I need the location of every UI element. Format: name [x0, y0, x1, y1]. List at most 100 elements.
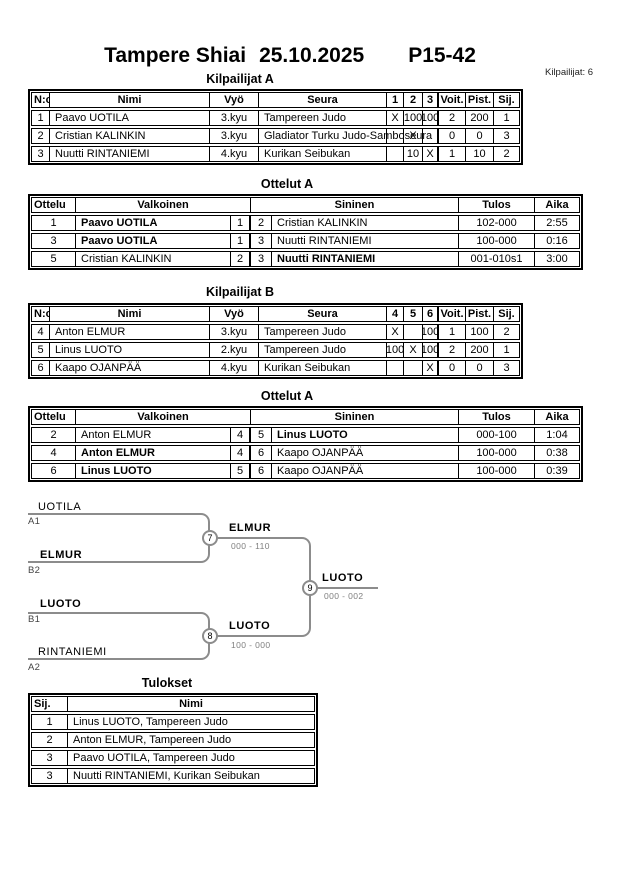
node-score: 100 - 000 [231, 640, 271, 650]
place: 1 [494, 343, 519, 357]
col-header: 1 [387, 93, 404, 107]
col-header: Seura [259, 307, 387, 321]
result-row: 2 Anton ELMUR, Tampereen Judo [31, 732, 315, 748]
competitor-club: Kurikan Seibukan [259, 361, 387, 375]
match-result: 001-010s1 [459, 252, 535, 266]
wins: 2 [439, 111, 466, 125]
col-header: Valkoinen [76, 410, 251, 424]
round-result: 100 [423, 343, 439, 357]
col-header: Nimi [50, 93, 210, 107]
round-result: X [387, 325, 404, 339]
blue-no: 6 [251, 446, 272, 460]
round-result: X [404, 343, 423, 357]
col-header: Aika [545, 198, 569, 211]
node-score: 000 - 002 [324, 591, 364, 601]
bracket-entry-seed: A1 [28, 516, 41, 527]
blue-no: 5 [251, 428, 272, 442]
competitor-no: 1 [32, 111, 50, 125]
result-place: 3 [32, 769, 68, 783]
bracket-entry-seed: B2 [28, 565, 41, 576]
white-name: Paavo UOTILA [76, 216, 231, 230]
match-row: 4 Anton ELMUR 4 6 Kaapo OJANPÄÄ 100-000 … [31, 445, 580, 461]
match-no: 2 [32, 428, 76, 442]
points: 100 [466, 325, 494, 339]
competitor-club: Tampereen Judo [259, 111, 387, 125]
bracket-final-winner-line [317, 587, 378, 589]
competitor-club: Tampereen Judo [259, 343, 387, 357]
bracket-entry-name: RINTANIEMI [38, 646, 107, 658]
blue-name: Nuutti RINTANIEMI [272, 234, 459, 248]
white-no: 4 [231, 428, 251, 442]
match-no: 1 [32, 216, 76, 230]
node-winner-name: LUOTO [229, 620, 271, 632]
col-header: Ottelu [32, 198, 76, 212]
wins: 0 [439, 129, 466, 143]
col-header: 3 [423, 93, 439, 107]
round-result: 100 [387, 343, 404, 357]
round-result: X [423, 147, 439, 161]
matches-a2-table: Ottelu Valkoinen Sininen Tulos Aika 2 An… [28, 406, 583, 482]
competitor-belt: 4.kyu [210, 361, 259, 375]
match-row: 5 Cristian KALINKIN 2 3 Nuutti RINTANIEM… [31, 251, 580, 267]
round-result [387, 361, 404, 375]
match-result: 000-100 [459, 428, 535, 442]
white-no: 2 [231, 252, 251, 266]
table-row: 5 Linus LUOTO 2.kyu Tampereen Judo 100 X… [31, 342, 520, 358]
col-header: Nimi [50, 307, 210, 321]
match-time: 0:16 [546, 234, 568, 247]
section-title-pool-b: Kilpailijat B [205, 285, 275, 299]
result-place: 1 [32, 715, 68, 729]
white-no: 1 [231, 234, 251, 248]
match-no: 4 [32, 446, 76, 460]
match-row: 1 Paavo UOTILA 1 2 Cristian KALINKIN 102… [31, 215, 580, 231]
round-result [404, 361, 423, 375]
col-header: Vyö [210, 93, 259, 107]
place: 1 [494, 111, 519, 125]
col-header: Aika [545, 410, 569, 423]
points: 200 [466, 111, 494, 125]
competitor-no: 6 [32, 361, 50, 375]
bracket-entry-seed: A2 [28, 662, 41, 673]
col-header: Seura [259, 93, 387, 107]
section-title-matches-a2: Ottelut A [260, 389, 314, 403]
col-header: Pist. [466, 307, 494, 321]
col-header: Sij. [32, 697, 68, 711]
round-result [423, 129, 439, 143]
round-result [404, 325, 423, 339]
blue-no: 2 [251, 216, 272, 230]
node-score: 000 - 110 [231, 541, 270, 551]
competitor-club: Kurikan Seibukan [259, 147, 387, 161]
result-name: Paavo UOTILA, Tampereen Judo [73, 751, 235, 764]
competitor-club: Tampereen Judo [259, 325, 387, 339]
matches-header-row: Ottelu Valkoinen Sininen Tulos Aika [31, 197, 580, 213]
col-header: 4 [387, 307, 404, 321]
competitor-name: Anton ELMUR [50, 325, 210, 339]
round-result: X [423, 361, 439, 375]
category-label: P15-42 [408, 44, 476, 67]
place: 2 [494, 147, 519, 161]
place: 2 [494, 325, 519, 339]
table-row: 3 Nuutti RINTANIEMI 4.kyu Kurikan Seibuk… [31, 146, 520, 162]
blue-no: 6 [251, 464, 272, 478]
wins: 2 [439, 343, 466, 357]
competitor-name: Cristian KALINKIN [50, 129, 210, 143]
competitor-belt: 3.kyu [210, 111, 259, 125]
wins: 0 [439, 361, 466, 375]
pool-a-table: N:o Nimi Vyö Seura 1 2 3 Voit. Pist. Sij… [28, 89, 523, 165]
competitor-no: 3 [32, 147, 50, 161]
bracket-entry-name: LUOTO [40, 598, 82, 610]
points: 0 [466, 129, 494, 143]
col-header: Ottelu [32, 410, 76, 424]
result-name: Anton ELMUR, Tampereen Judo [73, 733, 232, 746]
competitor-club: Gladiator Turku Judo-Samboseura [259, 129, 432, 143]
pool-b-table: N:o Nimi Vyö Seura 4 5 6 Voit. Pist. Sij… [28, 303, 523, 379]
white-name: Paavo UOTILA [76, 234, 231, 248]
white-name: Anton ELMUR [76, 428, 231, 442]
blue-name: Kaapo OJANPÄÄ [272, 446, 459, 460]
match-result: 100-000 [459, 234, 535, 248]
competitor-count: Kilpailijat: 6 [545, 67, 594, 78]
pool-a-header-row: N:o Nimi Vyö Seura 1 2 3 Voit. Pist. Sij… [31, 92, 520, 108]
match-node-circle: 7 [202, 530, 218, 546]
blue-name: Nuutti RINTANIEMI [272, 252, 459, 266]
